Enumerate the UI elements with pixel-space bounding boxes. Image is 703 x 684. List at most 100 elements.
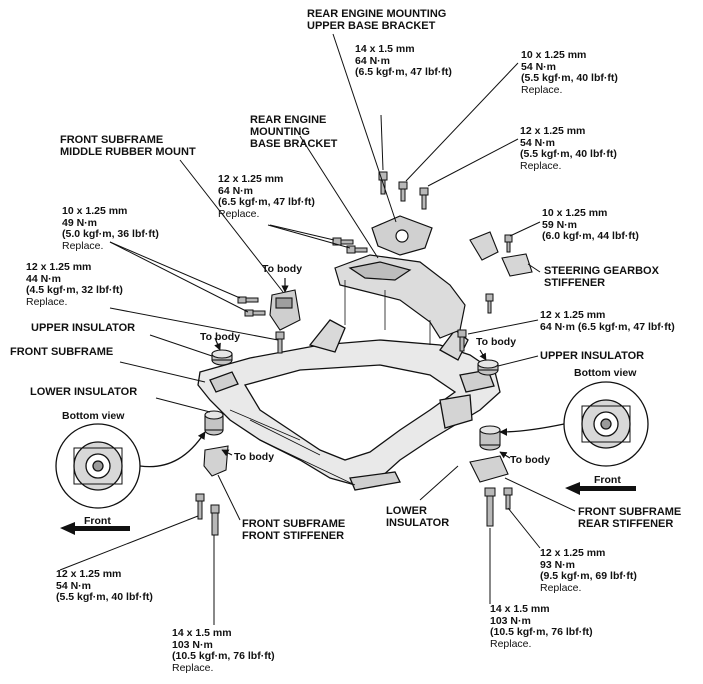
label-front-subframe-middle-mount: FRONT SUBFRAME MIDDLE RUBBER MOUNT <box>60 134 196 158</box>
label-upper-insulator-left: UPPER INSULATOR <box>31 322 136 334</box>
bottom-view-label: Bottom view <box>62 410 125 422</box>
upper-base-bracket-shape <box>371 215 433 256</box>
label-rear-engine-upper-bracket: REAR ENGINE MOUNTING UPPER BASE BRACKET <box>307 8 446 32</box>
spec-size: 12 x 1.25 mm <box>56 568 122 580</box>
front-arrow-right <box>565 482 636 495</box>
spec-size: 14 x 1.5 mm <box>355 43 415 55</box>
spec-s12: 14 x 1.5 mm 103 N·m (10.5 kgf·m, 76 lbf·… <box>172 627 275 674</box>
spec-alt: (10.5 kgf·m, 76 lbf·ft) <box>490 626 593 638</box>
label-steering-gearbox-stiffener: STEERING GEARBOX STIFFENER <box>544 265 659 289</box>
spec-alt: (6.0 kgf·m, 44 lbf·ft) <box>542 230 639 242</box>
spec-note: Replace. <box>521 83 563 96</box>
to-body-label: To body <box>234 451 275 463</box>
label-rear-engine-base-bracket: REAR ENGINE MOUNTING BASE BRACKET <box>250 114 337 150</box>
insulator-shapes <box>204 349 501 451</box>
spec-torque: 103 N·m <box>490 614 531 627</box>
rear-engine-base-bracket-shape <box>334 254 466 345</box>
spec-alt: (4.5 kgf·m, 32 lbf·ft) <box>26 284 123 296</box>
caption-line: FRONT SUBFRAME <box>578 506 682 518</box>
spec-alt: (5.5 kgf·m, 40 lbf·ft) <box>56 591 153 603</box>
front-label: Front <box>594 474 621 486</box>
front-label: Front <box>84 515 111 527</box>
caption-line: MOUNTING <box>250 126 310 138</box>
spec-torque: 93 N·m <box>540 558 576 571</box>
steering-gearbox-stiffener-shape <box>469 231 533 277</box>
spec-torque: 59 N·m <box>542 218 578 231</box>
front-arrow-left <box>60 522 130 535</box>
spec-torque: 44 N·m <box>26 272 62 285</box>
to-body-label: To body <box>510 454 551 466</box>
spec-alt: (6.5 kgf·m, 47 lbf·ft) <box>218 196 315 208</box>
spec-s6: 10 x 1.25 mm 59 N·m (6.0 kgf·m, 44 lbf·f… <box>542 207 639 243</box>
spec-alt: (5.5 kgf·m, 40 lbf·ft) <box>521 72 618 84</box>
caption-line: STEERING GEARBOX <box>544 265 659 277</box>
caption-line: UPPER BASE BRACKET <box>307 20 436 32</box>
caption-line: INSULATOR <box>386 517 450 529</box>
spec-s5: 10 x 1.25 mm 49 N·m (5.0 kgf·m, 36 lbf·f… <box>62 205 159 252</box>
spec-s2: 10 x 1.25 mm 54 N·m (5.5 kgf·m, 40 lbf·f… <box>521 49 618 96</box>
spec-torque: 64 N·m <box>355 54 391 67</box>
middle-rubber-mount-shape <box>269 289 301 331</box>
label-front-subframe-rear-stiffener: FRONT SUBFRAME REAR STIFFENER <box>578 506 681 530</box>
caption-line: FRONT SUBFRAME <box>60 134 164 146</box>
spec-s7: 12 x 1.25 mm 44 N·m (4.5 kgf·m, 32 lbf·f… <box>26 261 123 308</box>
spec-note: Replace. <box>26 295 68 308</box>
spec-size: 10 x 1.25 mm <box>62 205 128 217</box>
bottom-view-label: Bottom view <box>574 367 637 379</box>
spec-alt: (5.5 kgf·m, 40 lbf·ft) <box>520 148 617 160</box>
spec-alt: (5.0 kgf·m, 36 lbf·ft) <box>62 228 159 240</box>
spec-torque: 54 N·m <box>56 579 92 592</box>
spec-size: 10 x 1.25 mm <box>521 49 587 61</box>
spec-alt: (9.5 kgf·m, 69 lbf·ft) <box>540 570 637 582</box>
caption-line: BASE BRACKET <box>250 138 338 150</box>
caption-line: REAR ENGINE <box>250 114 327 126</box>
spec-note: Replace. <box>172 661 214 674</box>
spec-size: 12 x 1.25 mm <box>218 173 284 185</box>
to-body-label: To body <box>476 336 517 348</box>
spec-s3: 12 x 1.25 mm 54 N·m (5.5 kgf·m, 40 lbf·f… <box>520 125 617 172</box>
spec-note: Replace. <box>520 159 562 172</box>
spec-size: 12 x 1.25 mm <box>26 261 92 273</box>
spec-s9: 12 x 1.25 mm 54 N·m (5.5 kgf·m, 40 lbf·f… <box>56 568 153 604</box>
spec-alt: (6.5 kgf·m, 47 lbf·ft) <box>355 66 452 78</box>
spec-s4: 12 x 1.25 mm 64 N·m (6.5 kgf·m, 47 lbf·f… <box>218 173 315 220</box>
label-lower-insulator-right: LOWER INSULATOR <box>386 505 449 529</box>
to-body-arrows <box>214 278 511 459</box>
to-body-label: To body <box>262 263 303 275</box>
to-body-label: To body <box>200 331 241 343</box>
spec-torque: 64 N·m (6.5 kgf·m, 47 lbf·ft) <box>540 320 675 333</box>
caption-line: LOWER <box>386 505 427 517</box>
caption-line: FRONT STIFFENER <box>242 530 345 542</box>
spec-s1: 14 x 1.5 mm 64 N·m (6.5 kgf·m, 47 lbf·ft… <box>355 43 452 79</box>
caption-line: STIFFENER <box>544 277 606 289</box>
spec-s8: 12 x 1.25 mm 64 N·m (6.5 kgf·m, 47 lbf·f… <box>540 309 675 333</box>
label-front-subframe: FRONT SUBFRAME <box>10 346 114 358</box>
front-subframe-shape <box>197 319 501 491</box>
bottom-view-inset-right <box>563 381 649 467</box>
spec-torque: 54 N·m <box>520 136 556 149</box>
caption-line: REAR ENGINE MOUNTING <box>307 8 447 20</box>
bottom-view-inset-left <box>55 423 141 509</box>
caption-line: FRONT SUBFRAME <box>242 518 346 530</box>
spec-s10: 12 x 1.25 mm 93 N·m (9.5 kgf·m, 69 lbf·f… <box>540 547 637 594</box>
bolt-shapes <box>195 171 513 536</box>
spec-s11: 14 x 1.5 mm 103 N·m (10.5 kgf·m, 76 lbf·… <box>490 603 593 650</box>
spec-torque: 49 N·m <box>62 216 98 229</box>
spec-size: 12 x 1.25 mm <box>540 547 606 559</box>
spec-note: Replace. <box>490 637 532 650</box>
caption-line: REAR STIFFENER <box>578 518 674 530</box>
caption-line: MIDDLE RUBBER MOUNT <box>60 146 196 158</box>
spec-note: Replace. <box>62 239 104 252</box>
spec-size: 14 x 1.5 mm <box>490 603 550 615</box>
spec-size: 14 x 1.5 mm <box>172 627 232 639</box>
leader-lines <box>59 33 576 625</box>
spec-note: Replace. <box>540 581 582 594</box>
label-upper-insulator-right: UPPER INSULATOR <box>540 350 645 362</box>
label-front-subframe-front-stiffener: FRONT SUBFRAME FRONT STIFFENER <box>242 518 345 542</box>
spec-size: 12 x 1.25 mm <box>540 309 606 321</box>
label-lower-insulator-left: LOWER INSULATOR <box>30 386 138 398</box>
spec-note: Replace. <box>218 207 260 220</box>
spec-alt: (10.5 kgf·m, 76 lbf·ft) <box>172 650 275 662</box>
